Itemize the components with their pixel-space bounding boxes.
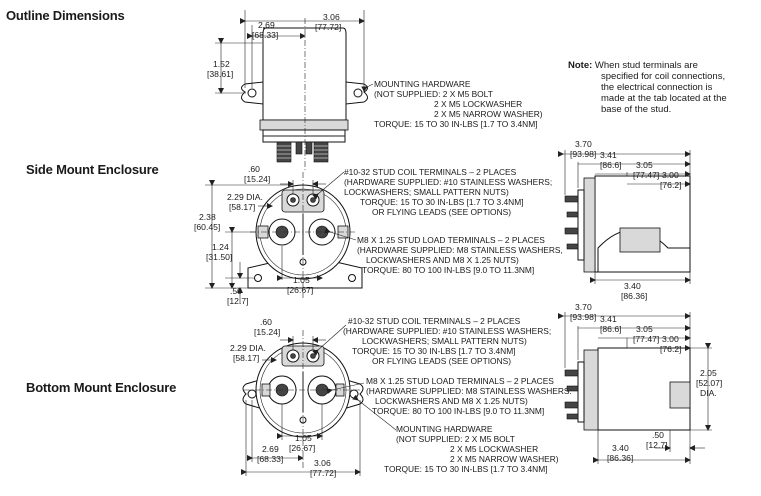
bottom-dim-dia-mm: [58.17]	[233, 353, 259, 363]
side-mount-front-drawing: .60 [15.24] 2.29 DIA. [58.17] 2.38 [60.4…	[194, 164, 563, 306]
side-coil-line-2: (HARDWARE SUPPLIED: #10 STAINLESS WASHER…	[344, 177, 552, 187]
top-dim-b-mm: [77.72]	[315, 22, 341, 32]
note-label: Note:	[568, 60, 593, 71]
bprof-dim-205-dia: DIA.	[700, 388, 717, 398]
bprof-dim-300-mm: [76.2]	[660, 344, 682, 354]
bprof-dim-305: 3.05	[636, 324, 653, 334]
side-dim-60: .60	[248, 164, 260, 174]
bottom-dim-269: 2.69	[262, 444, 279, 454]
side-coil-line-3: LOCKWASHERS; SMALL PATTERN NUTS)	[344, 187, 509, 197]
top-mounting-line-1: MOUNTING HARDWARE	[374, 79, 471, 89]
bprof-dim-370: 3.70	[575, 302, 592, 312]
sprof-dim-341-mm: [86.6]	[600, 160, 622, 170]
side-load-line-3: LOCKWASHERS AND M8 X 1.25 NUTS)	[366, 255, 519, 265]
bottom-coil-line-1: #10-32 STUD COIL TERMINALS – 2 PLACES	[348, 316, 521, 326]
side-load-line-1: M8 X 1.25 STUD LOAD TERMINALS – 2 PLACES	[357, 235, 545, 245]
note-line-4: made at the tab located at the	[601, 93, 727, 104]
side-dim-105: 1.05	[293, 275, 310, 285]
sprof-dim-370: 3.70	[575, 139, 592, 149]
side-dim-60-mm: [15.24]	[244, 174, 270, 184]
sprof-dim-300: 3.00	[662, 170, 679, 180]
bottom-coil-line-4: TORQUE: 15 TO 30 IN-LBS [1.7 TO 3.4NM]	[352, 346, 516, 356]
bprof-dim-341-mm: [86.6]	[600, 324, 622, 334]
bottom-mounting-line-1: MOUNTING HARDWARE	[396, 424, 493, 434]
side-coil-line-1: #10-32 STUD COIL TERMINALS – 2 PLACES	[344, 167, 517, 177]
bottom-dim-105: 1.05	[295, 433, 312, 443]
note-line-1: When stud terminals are	[594, 60, 698, 71]
bprof-dim-300: 3.00	[662, 334, 679, 344]
bottom-coil-line-3: LOCKWASHERS; SMALL PATTERN NUTS)	[362, 336, 527, 346]
bprof-dim-305-mm: [77.47]	[633, 334, 659, 344]
side-dim-50: .50	[230, 286, 242, 296]
side-dim-124: 1.24	[212, 242, 229, 252]
note-line-5: base of the stud.	[601, 104, 672, 115]
bottom-load-line-3: LOCKWASHERS AND M8 X 1.25 NUTS)	[375, 396, 528, 406]
sprof-dim-300-mm: [76.2]	[660, 180, 682, 190]
side-dim-238: 2.38	[199, 212, 216, 222]
bottom-load-line-1: M8 X 1.25 STUD LOAD TERMINALS – 2 PLACES	[366, 376, 554, 386]
note-block: Note: When stud terminals are specified …	[568, 60, 727, 115]
side-coil-line-4: TORQUE: 15 TO 30 IN-LBS [1.7 TO 3.4NM]	[360, 197, 524, 207]
side-dim-dia-mm: [58.17]	[229, 202, 255, 212]
sprof-dim-341: 3.41	[600, 150, 617, 160]
side-load-line-4: TORQUE: 80 TO 100 IN-LBS [9.0 TO 11.3NM]	[362, 265, 534, 275]
sprof-dim-305-mm: [77.47]	[633, 170, 659, 180]
note-line-3: the electrical connection is	[601, 82, 713, 93]
top-mounting-line-5: TORQUE: 15 TO 30 IN-LBS [1.7 TO 3.4NM]	[374, 119, 538, 129]
sprof-dim-340: 3.40	[624, 281, 641, 291]
bottom-dim-105-mm: [26.67]	[289, 443, 315, 453]
side-dim-238-mm: [60.45]	[194, 222, 220, 232]
bprof-dim-340: 3.40	[612, 443, 629, 453]
bprof-dim-340-mm: [86.36]	[607, 453, 633, 463]
sprof-dim-305: 3.05	[636, 160, 653, 170]
bottom-mounting-line-2: (NOT SUPPLIED: 2 X M5 BOLT	[396, 434, 515, 444]
side-dim-50-mm: [12.7]	[227, 296, 249, 306]
bottom-dim-60-mm: [15.24]	[254, 327, 280, 337]
sprof-dim-340-mm: [86.36]	[621, 291, 647, 301]
side-coil-line-5: OR FLYING LEADS (SEE OPTIONS)	[372, 207, 511, 217]
bottom-mounting-line-3: 2 X M5 LOCKWASHER	[450, 444, 538, 454]
section-title-bottom-mount: Bottom Mount Enclosure	[26, 380, 177, 395]
bprof-dim-50-mm: [12.7]	[646, 440, 668, 450]
bottom-dim-269-mm: [68.33]	[257, 454, 283, 464]
bottom-mount-profile-drawing: 3.70 [93.98] 3.41 [86.6] 3.05 [77.47] 3.…	[558, 302, 722, 464]
bprof-dim-205-mm: [52.07]	[696, 378, 722, 388]
top-dim-b: 3.06	[323, 12, 340, 22]
side-dim-dia: 2.29 DIA.	[227, 192, 263, 202]
section-title-outline: Outline Dimensions	[6, 8, 125, 23]
top-mounting-line-3: 2 X M5 LOCKWASHER	[434, 99, 522, 109]
bprof-dim-341: 3.41	[600, 314, 617, 324]
top-dim-a: 2.69	[258, 20, 275, 30]
top-dim-a-mm: [68.33]	[252, 30, 278, 40]
section-title-side-mount: Side Mount Enclosure	[26, 162, 159, 177]
bottom-dim-dia: 2.29 DIA.	[230, 343, 266, 353]
bprof-dim-50: .50	[652, 430, 664, 440]
bprof-dim-205: 2.05	[700, 368, 717, 378]
top-dim-h-mm: [38.61]	[207, 69, 233, 79]
top-mounting-line-4: 2 X M5 NARROW WASHER)	[434, 109, 543, 119]
bottom-dim-306-mm: [77.72]	[310, 468, 336, 478]
note-line-2: specified for coil connections,	[601, 71, 726, 82]
side-load-line-2: (HARDWARE SUPPLIED: M8 STAINLESS WASHERS…	[357, 245, 563, 255]
bottom-dim-306: 3.06	[314, 458, 331, 468]
side-dim-124-mm: [31.50]	[206, 252, 232, 262]
bottom-dim-60: .60	[260, 317, 272, 327]
bottom-mounting-line-5: TORQUE: 15 TO 30 IN-LBS [1.7 TO 3.4NM]	[384, 464, 548, 474]
side-dim-105-mm: [26.67]	[287, 285, 313, 295]
top-view-drawing: 3.06 [77.72] 2.69 [68.33] 1.52 [38.61] M…	[207, 10, 543, 170]
bottom-coil-line-5: OR FLYING LEADS (SEE OPTIONS)	[372, 356, 511, 366]
top-dim-h: 1.52	[213, 59, 230, 69]
side-mount-profile-drawing: 3.70 [93.98] 3.41 [86.6] 3.05 [77.47] 3.…	[558, 139, 691, 301]
bottom-coil-line-2: (HARDWARE SUPPLIED: #10 STAINLESS WASHER…	[343, 326, 551, 336]
bottom-mounting-line-4: 2 X M5 NARROW WASHER)	[450, 454, 559, 464]
bottom-load-line-2: (HARDWARE SUPPLIED: M8 STAINLESS WASHERS…	[366, 386, 572, 396]
top-mounting-line-2: (NOT SUPPLIED: 2 X M5 BOLT	[374, 89, 493, 99]
sprof-dim-370-mm: [93.98]	[570, 149, 596, 159]
bottom-mount-front-drawing: .60 [15.24] 2.29 DIA. [58.17] 1.05 [26.6…	[230, 316, 572, 478]
bprof-dim-370-mm: [93.98]	[570, 312, 596, 322]
bottom-load-line-4: TORQUE: 80 TO 100 IN-LBS [9.0 TO 11.3NM]	[372, 406, 544, 416]
